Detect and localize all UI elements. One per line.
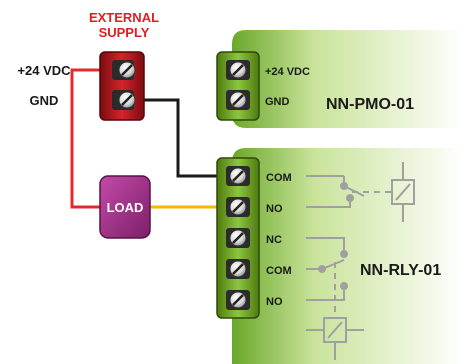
rly-terminal-label-no2: NO: [266, 296, 283, 308]
rly-com2-terminal-screw: [226, 259, 250, 279]
supply-plus-label: +24 VDC: [17, 63, 71, 78]
pmo-module-panel: [232, 30, 464, 128]
load-block: [99, 175, 151, 239]
rly-terminal-label-no1: NO: [266, 203, 283, 215]
rly-nc-terminal-screw: [226, 228, 250, 248]
relay1-schematic: [306, 162, 415, 222]
load-label: LOAD: [107, 200, 144, 215]
supply-title-line1: EXTERNAL: [89, 10, 159, 25]
supply-gnd-label: GND: [30, 93, 59, 108]
rly-no2-terminal-screw: [226, 290, 250, 310]
supply-plus-terminal-screw: [112, 60, 136, 80]
rly-no1-terminal-screw: [226, 197, 250, 217]
pmo-plus-label: +24 VDC: [265, 66, 310, 78]
pmo-gnd-label: GND: [265, 96, 290, 108]
rly-module-panel: [232, 148, 464, 364]
pmo-module-name: NN-PMO-01: [326, 96, 414, 113]
pmo-plus-terminal-screw: [226, 60, 250, 80]
rly-terminal-label-nc: NC: [266, 234, 282, 246]
rly-terminal-label-com2: COM: [266, 265, 292, 277]
red-wire: [70, 68, 120, 209]
relay2-schematic: [306, 237, 364, 360]
rly-terminal-label-com1: COM: [266, 172, 292, 184]
black-wire: [127, 98, 232, 178]
pmo-gnd-terminal-screw: [226, 90, 250, 110]
rly-module-name: NN-RLY-01: [360, 262, 441, 279]
rly-com1-terminal-screw: [226, 166, 250, 186]
supply-title-line2: SUPPLY: [99, 25, 150, 40]
supply-gnd-terminal-screw: [112, 90, 136, 110]
